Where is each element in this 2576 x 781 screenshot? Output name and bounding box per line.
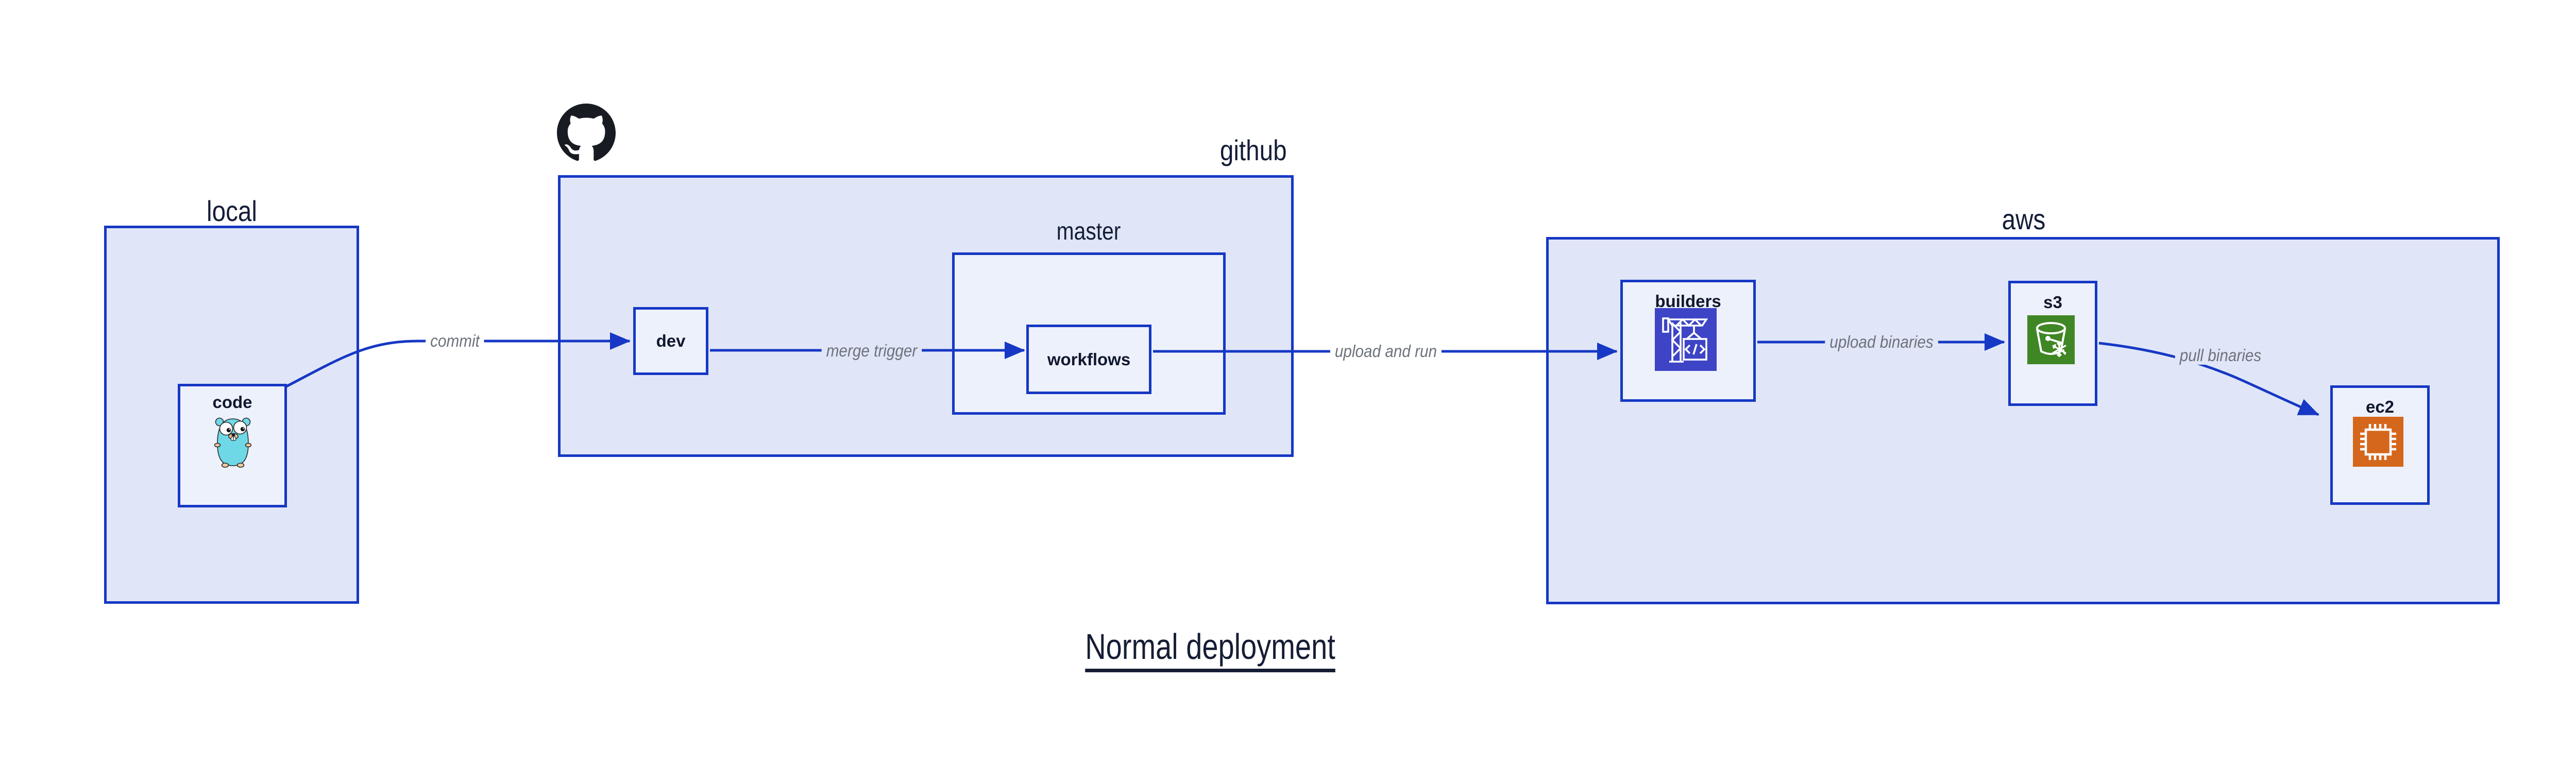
node-dev: dev	[633, 307, 708, 375]
node-ec2-label: ec2	[2365, 397, 2395, 416]
s3-glacier-bucket-icon	[2027, 315, 2075, 368]
group-label-local: local	[207, 195, 257, 227]
edge-label-upload-binaries: upload binaries	[1825, 332, 1938, 352]
edge-label-merge-trigger: merge trigger	[821, 341, 922, 361]
codebuild-crane-icon	[1655, 308, 1717, 375]
edge-label-pull-binaries: pull binaries	[2175, 346, 2266, 365]
node-builders: builders	[1620, 280, 1756, 402]
node-s3: s3	[2008, 281, 2097, 406]
github-octocat-logo-icon	[557, 104, 616, 165]
edge-label-commit: commit	[426, 331, 484, 351]
edge-commit-arrow	[285, 332, 631, 388]
diagram-title: Normal deployment	[1085, 629, 1335, 672]
edge-label-upload-and-run: upload and run	[1330, 342, 1442, 361]
node-builders-label: builders	[1655, 292, 1721, 311]
node-s3-label: s3	[2043, 293, 2062, 312]
go-gopher-icon	[214, 415, 252, 472]
node-workflows: workflows	[1026, 325, 1151, 394]
ec2-chip-icon	[2353, 417, 2403, 471]
group-label-aws: aws	[2002, 203, 2046, 235]
node-code-label: code	[212, 393, 252, 412]
group-label-master: master	[1056, 218, 1121, 245]
group-label-github: github	[1220, 134, 1287, 166]
edge-pull-binaries-arrow	[2098, 342, 2319, 416]
node-workflows-label: workflows	[1047, 349, 1131, 369]
node-ec2: ec2	[2330, 385, 2430, 505]
node-code: code	[178, 384, 287, 507]
node-dev-label: dev	[656, 331, 686, 350]
